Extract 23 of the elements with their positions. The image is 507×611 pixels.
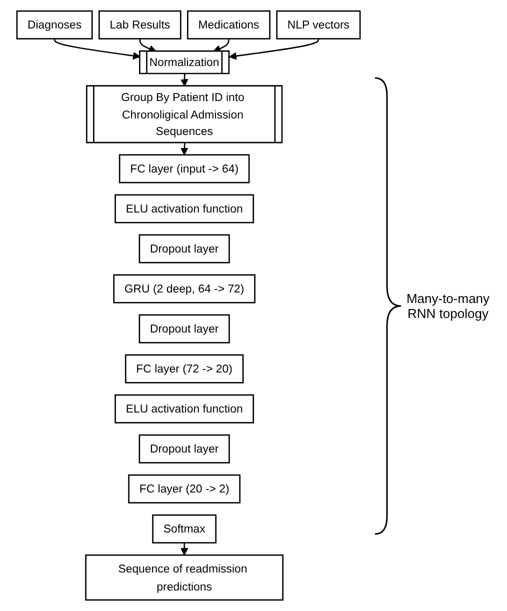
node-box: Medications: [187, 10, 270, 40]
arrow: [180, 142, 188, 156]
arrow: [180, 74, 188, 87]
annotation-text: Many-to-many RNN topology: [405, 290, 491, 320]
arrow: [139, 38, 156, 52]
node-box: ELU activation function: [114, 194, 254, 224]
arrow: [213, 38, 230, 52]
node-box: NLP vectors: [276, 10, 361, 40]
arrow: [54, 38, 140, 60]
node-box: Softmax: [152, 514, 216, 544]
node-box: FC layer (72 -> 20): [124, 354, 244, 384]
arrow: [180, 542, 188, 556]
node-box: GRU (2 deep, 64 -> 72): [113, 274, 256, 304]
node-box: FC layer (20 -> 2): [128, 474, 240, 504]
node-box: ELU activation function: [114, 394, 254, 424]
node-box: Dropout layer: [138, 234, 230, 264]
node-box: Lab Results: [98, 10, 182, 40]
node-box: Diagnoses: [16, 10, 93, 40]
node-box: Dropout layer: [138, 434, 230, 464]
node-box: Dropout layer: [138, 314, 230, 344]
arrow: [229, 38, 320, 60]
node-box: FC layer (input -> 64): [118, 154, 250, 184]
node-box: Sequence of readmission predictions: [85, 554, 284, 601]
